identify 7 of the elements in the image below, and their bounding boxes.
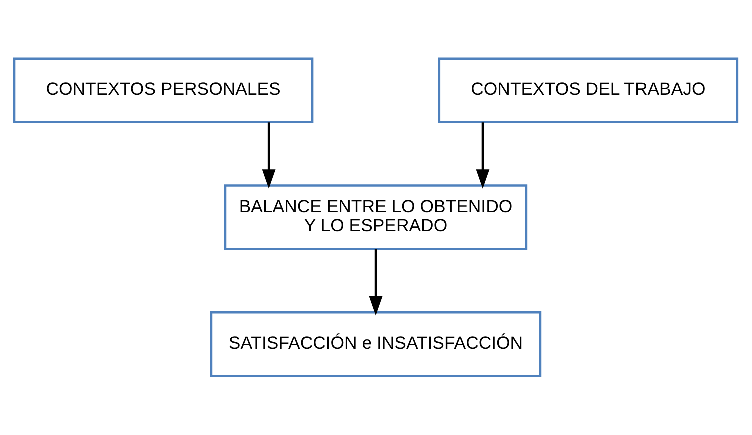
arrow [369, 250, 383, 316]
node-box: CONTEXTOS DEL TRABAJO [438, 58, 739, 124]
node-box: BALANCE ENTRE LO OBTENIDO Y LO ESPERADO [224, 184, 528, 250]
arrow [262, 122, 276, 189]
node-box: CONTEXTOS PERSONALES [13, 58, 314, 124]
arrow [476, 122, 490, 189]
node-box: SATISFACCIÓN e INSATISFACCIÓN [210, 312, 542, 378]
